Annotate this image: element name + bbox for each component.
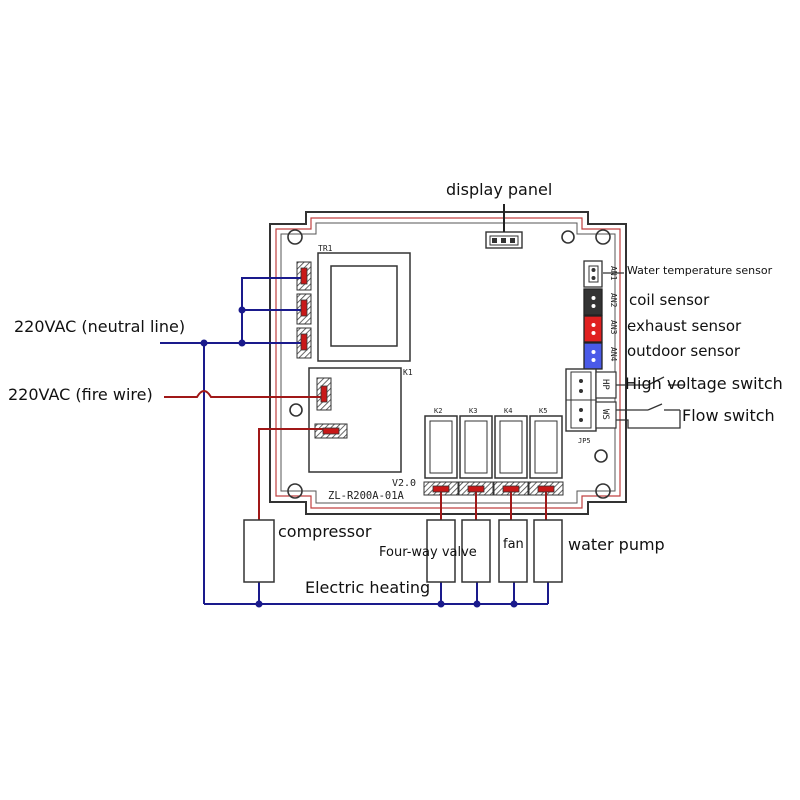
water-temperature-sensor-label: Water temperature sensor xyxy=(627,264,773,277)
fire-wire-label: 220VAC (fire wire) xyxy=(8,385,153,404)
water-pump-label: water pump xyxy=(568,535,665,554)
board-version: V2.0 xyxy=(392,478,416,489)
control-board: TR1 K1 K2 K3 K4 K5 xyxy=(269,211,627,515)
relay-k5-label: K5 xyxy=(539,407,547,415)
water-pump-block xyxy=(533,519,563,583)
high-voltage-switch-label: High voltage switch xyxy=(625,374,783,393)
jp5-connector xyxy=(565,368,617,432)
flow-switch-label: Flow switch xyxy=(682,406,775,425)
relay-k3-label: K3 xyxy=(469,407,477,415)
load-blocks xyxy=(243,519,563,583)
jp5-label: JP5 xyxy=(578,437,591,445)
relay-k4-label: K4 xyxy=(504,407,512,415)
an3-label: AN3 xyxy=(609,320,618,335)
sensor-port-an2 xyxy=(583,288,603,316)
an4-label: AN4 xyxy=(609,347,618,362)
neutral-line-label: 220VAC (neutral line) xyxy=(14,317,186,336)
fire-wiring xyxy=(164,390,547,520)
terminal-markers xyxy=(300,267,555,493)
sensor-port-an3 xyxy=(583,315,603,343)
outdoor-sensor-label: outdoor sensor xyxy=(627,342,741,360)
ws-label: WS xyxy=(600,409,610,420)
display-panel-label: display panel xyxy=(446,180,553,199)
four-way-valve-block xyxy=(426,519,456,583)
board-model: ZL-R200A-01A xyxy=(328,490,405,502)
mounting-holes xyxy=(287,229,611,499)
tr1-label: TR1 xyxy=(318,244,333,253)
coil-sensor-label: coil sensor xyxy=(629,291,710,309)
fan-block xyxy=(498,519,528,583)
sensor-port-an4 xyxy=(583,342,603,370)
display-connector xyxy=(485,231,523,249)
relay-bank xyxy=(424,415,563,479)
compressor-label: compressor xyxy=(278,522,372,541)
electric-heating-label: Electric heating xyxy=(305,578,431,597)
sensor-port-an1 xyxy=(583,260,603,288)
relay-k2-label: K2 xyxy=(434,407,442,415)
hp-label: HP xyxy=(600,379,610,390)
relay-k1 xyxy=(308,367,402,473)
fan-label: fan xyxy=(503,537,524,552)
exhaust-sensor-label: exhaust sensor xyxy=(627,317,742,335)
compressor-block xyxy=(243,519,275,583)
electric-heating-block xyxy=(461,519,491,583)
k1-label: K1 xyxy=(403,368,413,377)
neutral-junctions xyxy=(200,306,518,608)
an2-label: AN2 xyxy=(609,293,618,308)
transformer-tr1 xyxy=(317,252,411,362)
switch-wiring xyxy=(603,272,684,429)
four-way-valve-label: Four-way valve xyxy=(379,545,477,560)
